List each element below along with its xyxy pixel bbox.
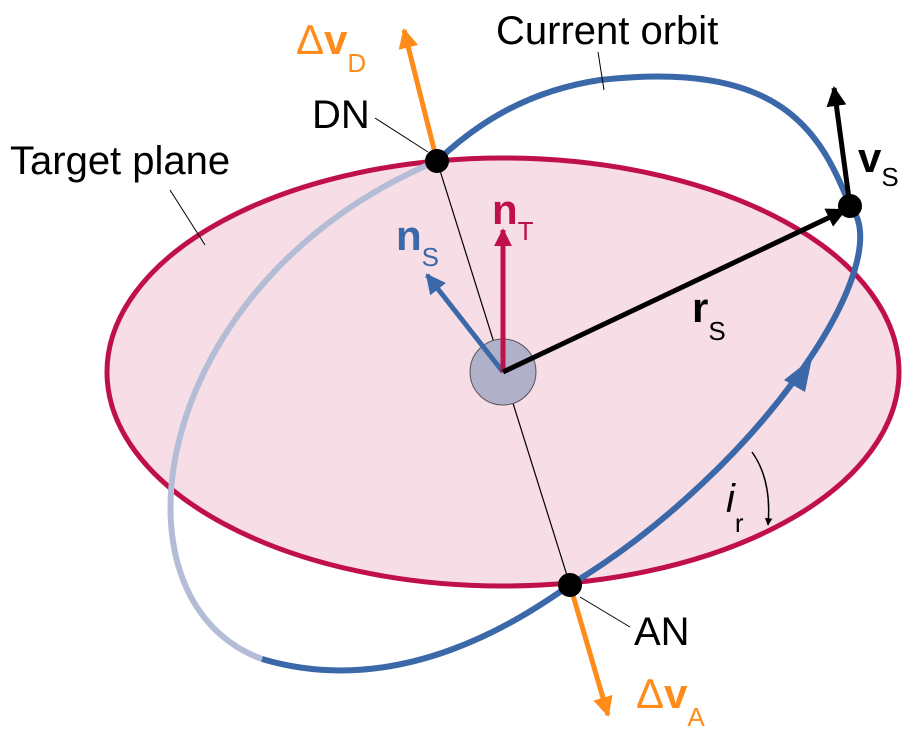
an-leader: [579, 596, 631, 628]
r-s-label: rS: [692, 284, 726, 346]
an-label: AN: [634, 610, 690, 654]
inclination-arc: [751, 451, 773, 526]
spacecraft-point: [838, 194, 862, 218]
v-s-label: vS: [858, 134, 899, 192]
delta-v-d-label: ΔvD: [296, 16, 366, 78]
n-s-arrow: [425, 273, 505, 374]
target-plane-label: Target plane: [10, 139, 230, 183]
current-orbit-leader: [597, 51, 605, 91]
i-r-label: ir: [726, 477, 744, 538]
ascending-node-point: [558, 573, 582, 597]
dn-label: DN: [312, 93, 370, 137]
current-orbit-label: Current orbit: [496, 9, 718, 53]
v-s-arrow: [826, 86, 853, 207]
orbit-direction-arrow: [784, 358, 812, 392]
current-orbit-behind: [167, 158, 439, 662]
delta-v-a-arrow: [567, 584, 613, 717]
delta-v-a-label: ΔvA: [636, 670, 705, 732]
delta-v-d-arrow: [398, 28, 440, 162]
target-plane-leader: [169, 189, 206, 246]
current-orbit-front: [261, 73, 864, 674]
n-s-label: nS: [396, 212, 439, 272]
descending-node-point: [425, 149, 449, 173]
n-t-label: nT: [492, 186, 534, 246]
r-s-arrow: [501, 207, 847, 375]
dn-leader: [374, 117, 429, 153]
